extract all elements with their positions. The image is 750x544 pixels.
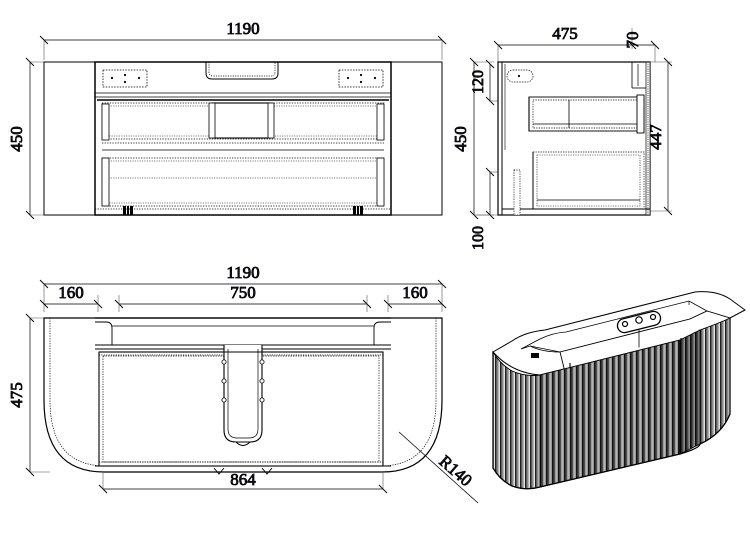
- upper-drawer-rear: [97, 99, 389, 144]
- view-isometric: [492, 291, 746, 490]
- dim-1190-plan: 1190: [39, 263, 447, 312]
- iso-clip: [531, 353, 539, 358]
- side-body-outline: [497, 61, 651, 216]
- dim-label-1190-top: 1190: [226, 19, 259, 38]
- handle-recess: [205, 62, 279, 80]
- dim-label-475-plan: 475: [7, 382, 26, 408]
- iso-right-corner-fluted: [699, 317, 731, 445]
- dim-label-r140: R140: [435, 452, 475, 491]
- dim-160-left: 160: [39, 283, 103, 312]
- dim-70-side: 70: [623, 31, 660, 62]
- rear-feet: [123, 206, 363, 215]
- dim-864-plan: 864: [98, 470, 388, 494]
- dim-1190-top: 1190: [39, 19, 447, 60]
- dim-750-center: 750: [114, 283, 372, 312]
- iso-side-face-fluted: [679, 329, 701, 455]
- dim-label-475-side: 475: [552, 24, 578, 43]
- dim-label-750-center: 750: [230, 283, 256, 302]
- plumbing-cutout-rear: [212, 102, 271, 139]
- dim-label-864-plan: 864: [230, 470, 256, 489]
- side-upper-drawer: [528, 94, 645, 134]
- view-rear-elevation: 1190 450: [7, 19, 447, 220]
- dim-label-160-right: 160: [402, 283, 428, 302]
- dim-450-side: 450: [451, 57, 494, 220]
- dim-label-70-side: 70: [623, 32, 642, 49]
- lower-drawer-rear: [101, 149, 385, 207]
- dim-475-plan: 475: [7, 313, 50, 477]
- view-front-plan: 1190 160 750 160: [7, 263, 479, 504]
- dim-label-160-left: 160: [58, 283, 84, 302]
- wall-bracket-left: [102, 69, 148, 88]
- plan-plumbing-cutout: [221, 345, 265, 446]
- view-side-section: 475 70 120 450: [451, 24, 673, 250]
- dim-r140: R140: [398, 431, 479, 504]
- iso-wall-bracket: [616, 310, 662, 352]
- dim-label-450-side: 450: [451, 126, 470, 152]
- side-leg: [513, 169, 521, 216]
- dim-450-left: 450: [7, 57, 48, 220]
- dim-label-450-left: 450: [7, 126, 26, 152]
- dim-160-right: 160: [383, 283, 447, 312]
- dim-475-side: 475: [493, 24, 637, 62]
- dim-100-side: 100: [470, 167, 504, 250]
- side-wall-bracket: [506, 69, 534, 83]
- dim-label-1190-plan: 1190: [226, 263, 259, 282]
- wall-bracket-right: [338, 69, 384, 88]
- dim-label-100-side: 100: [470, 226, 487, 250]
- dim-label-120-side: 120: [470, 70, 487, 94]
